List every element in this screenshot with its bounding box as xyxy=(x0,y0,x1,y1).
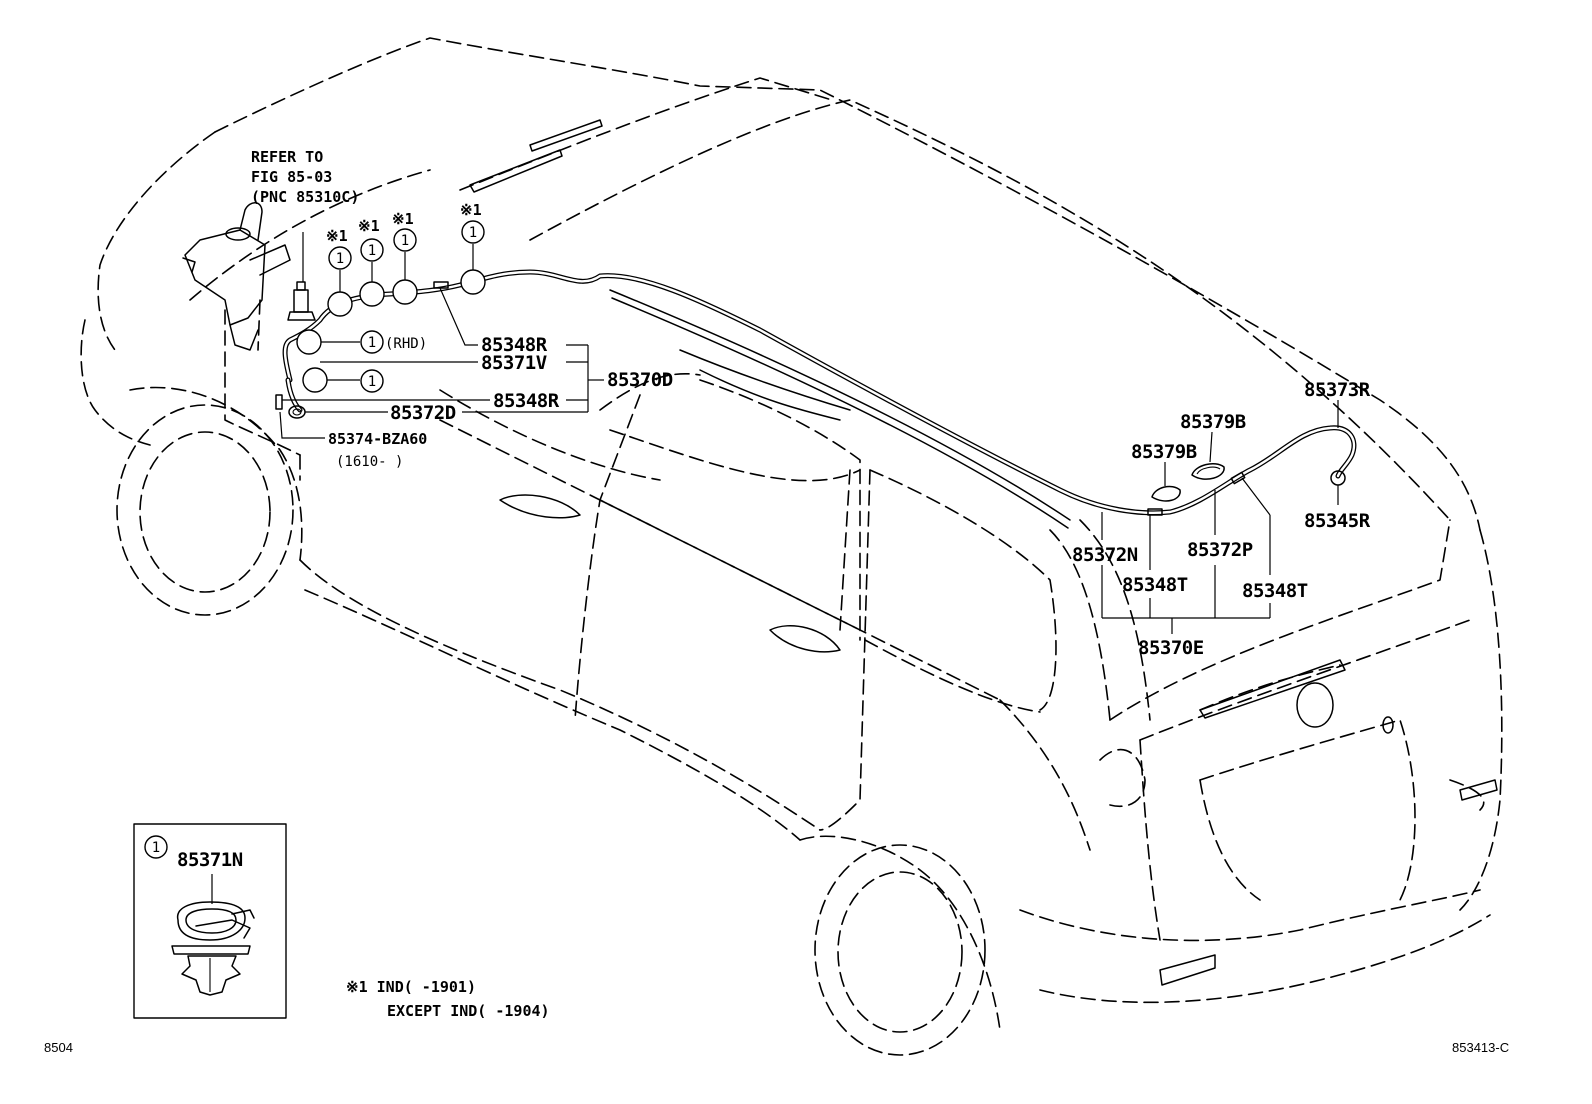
label-85379b-lower: 85379B xyxy=(1131,441,1197,463)
marker-1-b: 1 xyxy=(360,238,384,262)
washer-tank xyxy=(182,202,291,351)
marker-1-d: 1 xyxy=(461,220,485,244)
svg-text:1: 1 xyxy=(368,243,376,259)
washer-pump xyxy=(287,232,316,321)
svg-text:1: 1 xyxy=(336,251,344,267)
label-85372d: 85372D xyxy=(390,402,456,424)
label-85373r: 85373R xyxy=(1304,379,1371,401)
clamp-leaders xyxy=(321,244,474,381)
label-85348r-bottom: 85348R xyxy=(493,390,560,412)
marker-1-rhd: 1 xyxy=(360,330,384,354)
washer-hose xyxy=(282,269,1357,516)
grommet-85379b-a xyxy=(1151,485,1181,502)
note-mark-b: ※1 xyxy=(358,217,380,235)
label-85345r: 85345R xyxy=(1304,510,1371,532)
label-85370e: 85370E xyxy=(1138,637,1204,659)
label-85348t-right: 85348T xyxy=(1242,580,1308,602)
footnote-line-1: ※1 IND( -1901) xyxy=(346,978,476,996)
figure-code-right: 853413-C xyxy=(1452,1040,1509,1055)
refer-to-note: REFER TO FIG 85-03 (PNC 85310C) xyxy=(251,148,359,206)
label-85348t-left: 85348T xyxy=(1122,574,1188,596)
label-85348r-top: 85348R xyxy=(481,334,548,356)
svg-text:1: 1 xyxy=(368,335,376,351)
refer-line-1: REFER TO xyxy=(251,148,323,166)
label-85371v: 85371V xyxy=(481,352,547,374)
rhd-label: (RHD) xyxy=(385,336,427,352)
hose-clip-front xyxy=(275,394,283,410)
clamp-circle-group xyxy=(296,269,486,393)
front-leaders xyxy=(279,287,604,439)
label-85372n: 85372N xyxy=(1072,544,1138,566)
note-mark-c: ※1 xyxy=(392,210,414,228)
svg-text:1: 1 xyxy=(401,233,409,249)
label-85374-date: (1610- ) xyxy=(336,454,403,470)
label-85372p: 85372P xyxy=(1187,539,1253,561)
inset-part-label: 85371N xyxy=(177,849,243,871)
grommet-85379b-b xyxy=(1191,463,1225,480)
marker-1-f: 1 xyxy=(360,369,384,393)
vehicle-outline xyxy=(80,37,1503,1056)
label-85374: 85374-BZA60 xyxy=(328,430,427,448)
label-85370d: 85370D xyxy=(607,369,673,391)
footnote-line-2: EXCEPT IND( -1904) xyxy=(387,1002,550,1020)
label-85379b-upper: 85379B xyxy=(1180,411,1246,433)
note-mark-d: ※1 xyxy=(460,201,482,219)
marker-1-c: 1 xyxy=(393,228,417,252)
refer-line-2: FIG 85-03 xyxy=(251,168,332,186)
svg-text:1: 1 xyxy=(368,374,376,390)
figure-code-left: 8504 xyxy=(44,1040,73,1055)
marker-1-a: 1 xyxy=(328,246,352,270)
inset-box: 1 85371N xyxy=(133,823,287,1019)
svg-text:1: 1 xyxy=(469,225,477,241)
refer-line-3: (PNC 85310C) xyxy=(251,188,359,206)
inset-marker: 1 xyxy=(152,840,160,856)
clip-85371n xyxy=(171,901,255,996)
rear-leaders xyxy=(1101,400,1339,634)
note-mark-a: ※1 xyxy=(326,227,348,245)
